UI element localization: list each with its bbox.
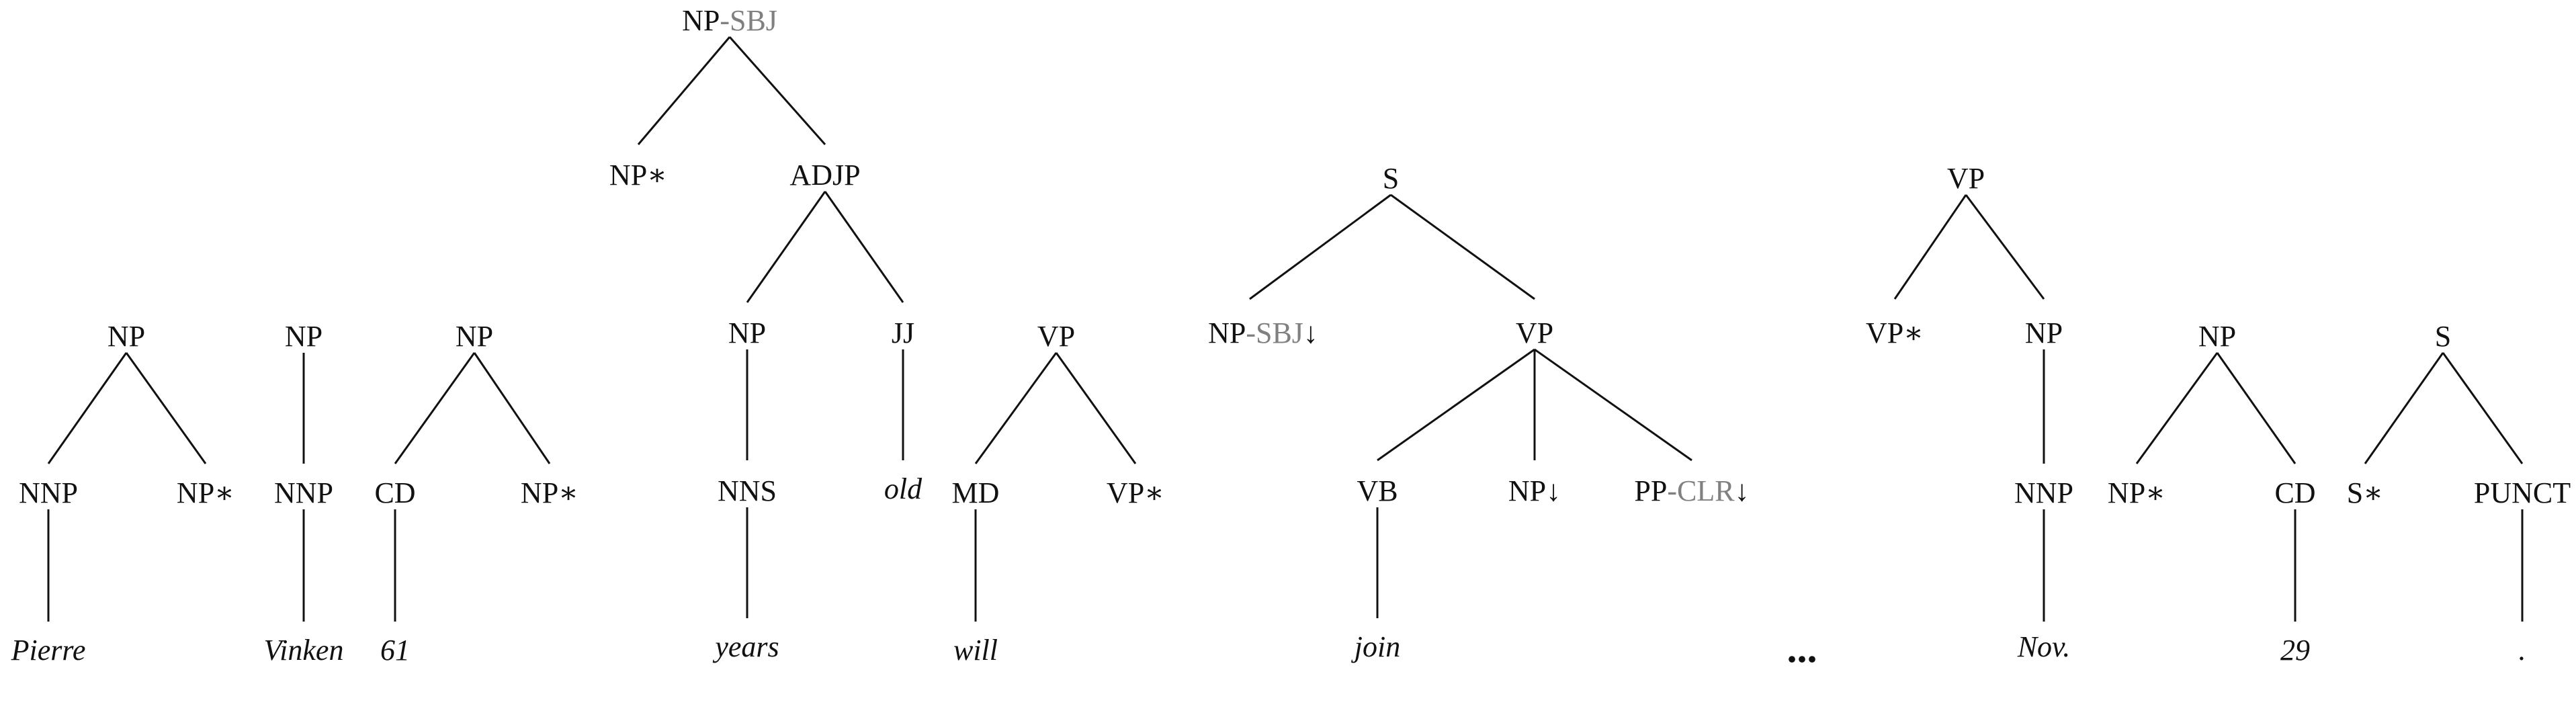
substitution-arrow-icon: ↓ [1303, 316, 1318, 349]
t8-cd-label: CD [2274, 476, 2315, 509]
edge-t8-np-npstar [2135, 352, 2219, 464]
edge-t1-np-nnp [47, 352, 128, 464]
omitted-trees-ellipsis: ... [1787, 626, 1817, 671]
t6-np-function-tag: -SBJ [1246, 316, 1303, 349]
t4-jj-label: JJ [892, 316, 914, 349]
t8-npstar-label: NP∗ [2108, 476, 2165, 509]
t1-npstar-label: NP∗ [177, 476, 234, 509]
t5-md-label: MD [952, 476, 1000, 509]
t6-pp-clr-subst-label: PP-CLR↓ [1634, 474, 1749, 507]
t9-punct-label: PUNCT [2474, 476, 2571, 509]
substitution-arrow-icon: ↓ [1546, 474, 1561, 507]
t7-word-nov: Nov. [2017, 630, 2071, 663]
t6-root-label: S [1383, 162, 1399, 195]
t4-npstar-label: NP∗ [609, 159, 667, 192]
tree-node-labels: NP NNP NP∗ Pierre NP NNP Vinken NP CD NP… [11, 4, 2571, 671]
t7-nnp-label: NNP [2014, 476, 2073, 509]
t1-nnp-label: NNP [19, 476, 78, 509]
t4-word-old: old [884, 472, 922, 505]
t6-vb-label: VB [1357, 474, 1398, 507]
t3-word-61: 61 [380, 634, 410, 667]
edge-t6-s-vp [1390, 194, 1535, 300]
t4-word-years: years [712, 630, 779, 663]
t1-word-pierre: Pierre [11, 634, 86, 667]
t5-root-label: VP [1037, 320, 1075, 353]
edge-t7-vp-np [1965, 194, 2045, 300]
edge-t9-s-punct [2442, 352, 2524, 464]
t3-root-label: NP [456, 320, 493, 353]
t6-np-subst-label: NP↓ [1508, 474, 1561, 507]
t4-np-label: NP [728, 316, 766, 349]
t4-root-label: NP-SBJ [682, 4, 777, 37]
edge-t7-vp-vpstar [1893, 194, 1967, 300]
t1-root-label: NP [108, 320, 145, 353]
t7-np-label: NP [2025, 316, 2063, 349]
edge-t5-vp-vpstar [1055, 352, 1137, 464]
t9-root-label: S [2435, 320, 2451, 353]
edge-t5-vp-md [974, 352, 1058, 464]
edge-t4-np-npstar [637, 36, 731, 145]
edge-t3-np-cd [394, 352, 476, 464]
t5-word-will: will [953, 634, 998, 667]
t6-vp-label: VP [1516, 316, 1553, 349]
t7-root-label: VP [1947, 162, 1985, 195]
t3-cd-label: CD [374, 476, 415, 509]
t6-pp-function-tag: -CLR [1667, 474, 1735, 507]
t5-vpstar-label: VP∗ [1107, 476, 1164, 509]
t2-root-label: NP [285, 320, 323, 353]
edge-t1-np-npstar [125, 352, 207, 464]
edge-t8-np-cd [2216, 352, 2296, 464]
edge-t6-vp-vb [1377, 348, 1535, 462]
t9-sstar-label: S∗ [2347, 476, 2383, 509]
t6-word-join: join [1351, 630, 1400, 663]
t9-word-period: . [2519, 634, 2526, 667]
t7-vpstar-label: VP∗ [1866, 316, 1924, 349]
t4-root-function-tag: -SBJ [720, 4, 777, 37]
edge-t4-np-adjp [728, 36, 826, 145]
t3-npstar-label: NP∗ [521, 476, 578, 509]
t2-word-vinken: Vinken [264, 634, 344, 667]
substitution-arrow-icon: ↓ [1735, 474, 1750, 507]
edge-t6-s-np [1249, 194, 1391, 300]
edge-t3-np-npstar [473, 352, 551, 464]
edge-t6-vp-pp [1534, 348, 1692, 462]
t8-word-29: 29 [2280, 634, 2310, 667]
edge-t9-s-sstar [2364, 352, 2444, 464]
t8-root-label: NP [2198, 320, 2236, 353]
edge-t4-adjp-np [746, 191, 826, 303]
t2-nnp-label: NNP [274, 476, 333, 509]
tree-edges [47, 36, 2524, 622]
t4-nns-label: NNS [718, 474, 777, 507]
t4-adjp-label: ADJP [789, 159, 860, 192]
t6-np-sbj-subst-label: NP-SBJ↓ [1208, 316, 1318, 349]
edge-t4-adjp-jj [824, 191, 904, 303]
